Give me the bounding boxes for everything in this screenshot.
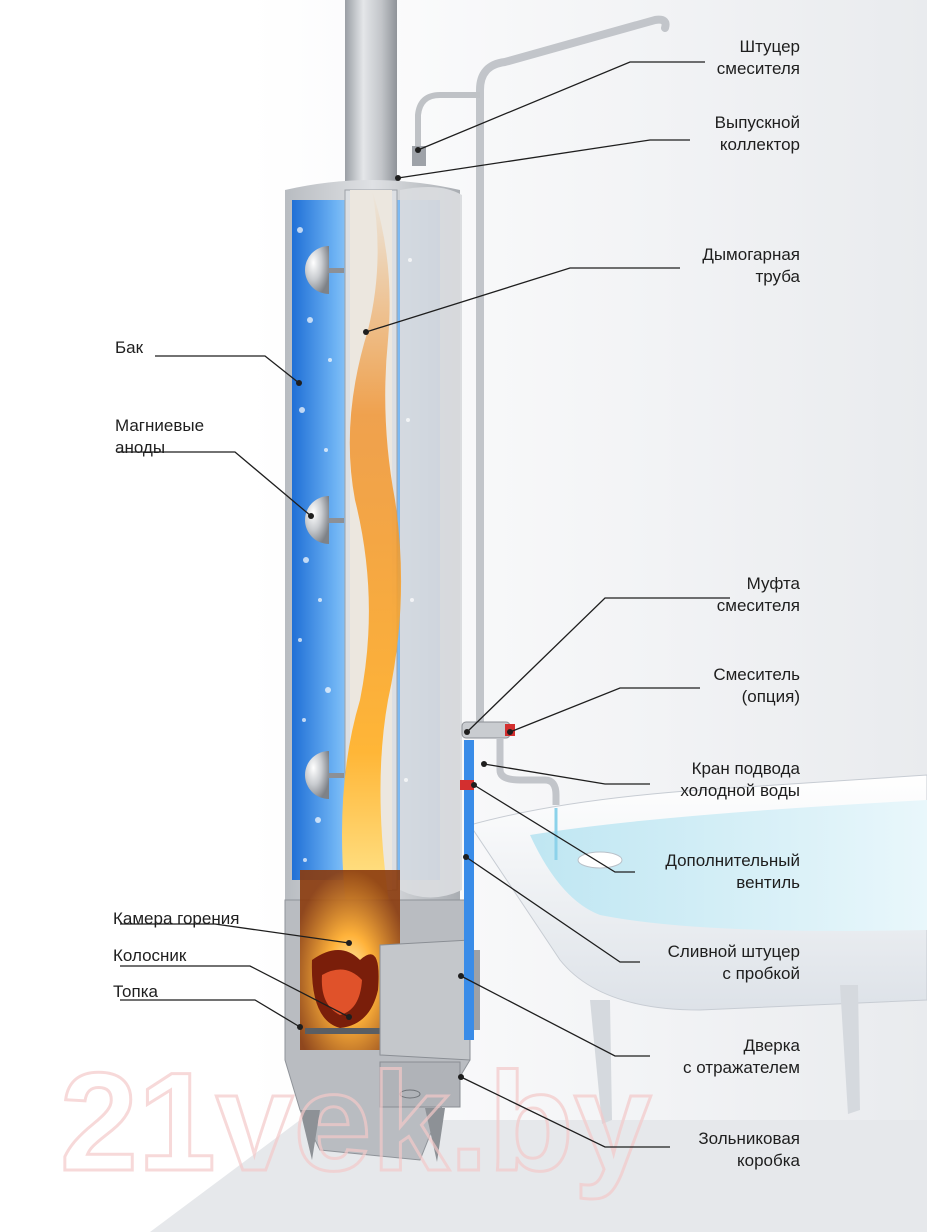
label-bak: Бак (115, 338, 144, 357)
watermark-text: 21vek.by (60, 1043, 652, 1200)
label-kolosnik: Колосник (113, 946, 187, 965)
leader-dots (296, 147, 513, 1080)
outlet-tube (415, 92, 480, 160)
bathtub (469, 774, 927, 1124)
chimney-pipe (345, 0, 397, 190)
leader-lines (118, 61, 730, 1148)
label-topka: Топка (113, 982, 158, 1001)
label-kamera-goreniya: Камера горения (113, 909, 240, 928)
flame (342, 190, 402, 940)
magnesium-anodes (305, 246, 344, 799)
cold-water-pipe (464, 740, 474, 1040)
grate (305, 1028, 393, 1034)
firebox (284, 870, 480, 1162)
label-smesitel-opciya: Смеситель(опция) (713, 665, 800, 706)
shower-pipe (476, 15, 670, 734)
